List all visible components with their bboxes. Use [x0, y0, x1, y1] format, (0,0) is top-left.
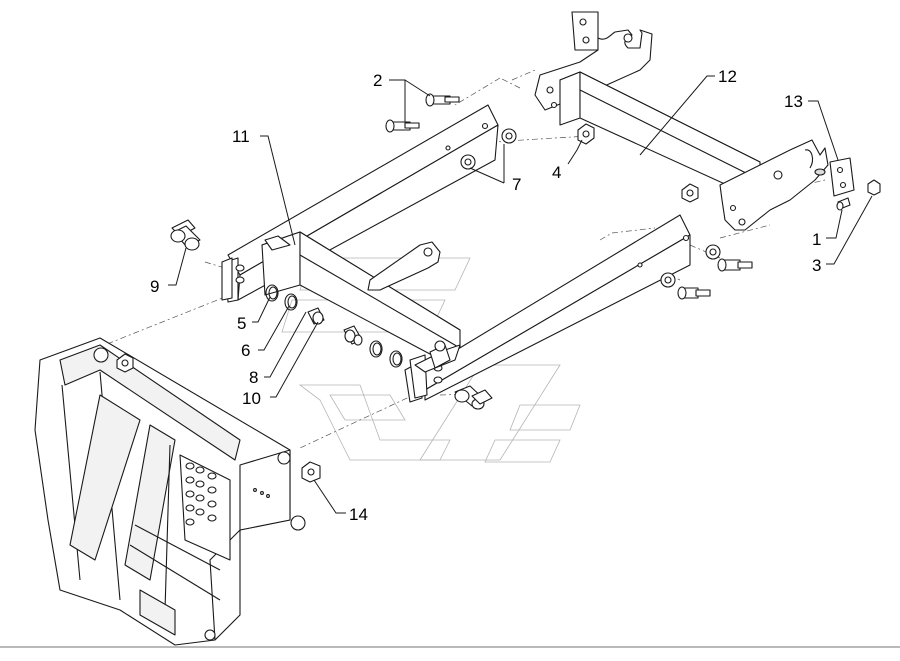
callout-7: 7 — [512, 175, 521, 194]
callout-13: 13 — [784, 92, 803, 111]
part-13-plate — [829, 157, 881, 211]
callout-9: 9 — [150, 277, 159, 296]
leader-lines — [168, 75, 873, 514]
part-4-nuts — [577, 123, 699, 203]
part-14-nuts — [116, 353, 321, 483]
main-frame — [34, 337, 306, 646]
part-9-pin — [170, 219, 201, 251]
callout-labels: 1 2 3 4 5 6 7 8 9 10 11 12 13 14 — [150, 67, 821, 524]
seal-rings-row — [265, 284, 403, 368]
callout-11: 11 — [232, 127, 250, 146]
callout-12: 12 — [718, 67, 737, 86]
part-7-washers — [460, 128, 517, 170]
callout-1: 1 — [812, 230, 821, 249]
right-bolts-washers — [660, 244, 753, 300]
callout-5: 5 — [237, 314, 246, 333]
pin-right — [454, 385, 493, 410]
part-11-beam-assembly — [221, 104, 691, 403]
part-2-bolts — [385, 93, 460, 133]
callout-6: 6 — [241, 341, 250, 360]
callout-4: 4 — [552, 163, 561, 182]
callout-3: 3 — [812, 256, 821, 275]
callout-2: 2 — [373, 71, 382, 90]
callout-8: 8 — [249, 368, 258, 387]
callout-10: 10 — [242, 389, 261, 408]
part-12-upper-frame — [534, 11, 829, 231]
callout-14: 14 — [349, 505, 368, 524]
